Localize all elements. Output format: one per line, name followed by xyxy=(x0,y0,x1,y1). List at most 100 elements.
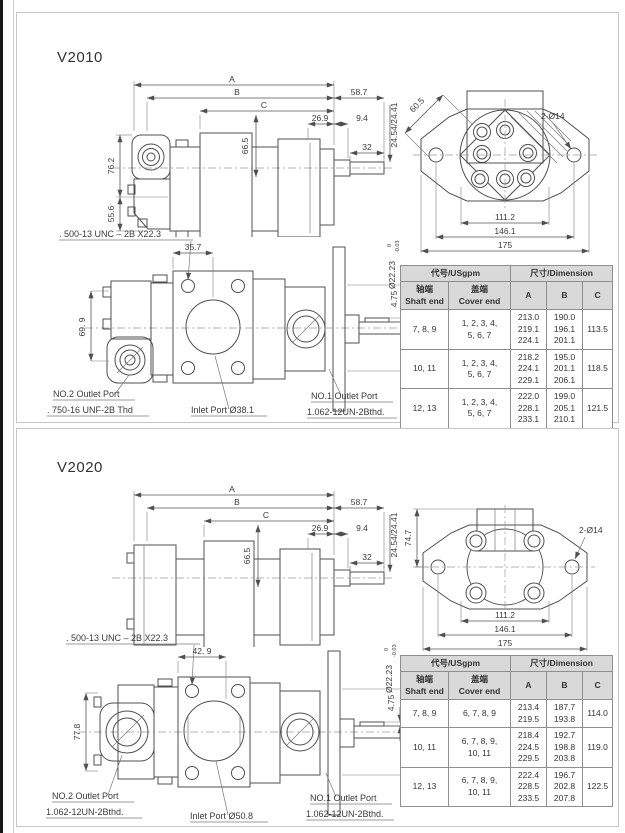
v2010-dimension-table: 代号/USgpm 尺寸/Dimension 轴端 Shaft end 盖端 Co… xyxy=(400,264,614,429)
col-a: A xyxy=(510,281,547,311)
dim-2xd14-label: 2-Ø14 xyxy=(579,525,603,535)
cell-cover: 1, 2, 3, 4, 5, 6, 7 xyxy=(448,388,511,429)
cell-a: 218.2 224.1 229.1 xyxy=(510,348,547,390)
cell-c: 119.0 xyxy=(581,727,614,768)
v2010-port-body xyxy=(85,246,417,412)
dim-shaft-label: 24.54/24.41 xyxy=(389,512,399,557)
thread-callout: . 500-13 UNC – 2B X22.3 xyxy=(59,229,161,239)
dim-74-7-label: 74.7 xyxy=(403,529,413,546)
shaft-tol-hi: 0 xyxy=(387,244,393,247)
model-title-v2010: V2010 xyxy=(57,49,103,66)
v2010-side-body xyxy=(112,132,394,237)
cell-cover: 6, 7, 8, 9, 10, 11 xyxy=(448,727,511,768)
v2010-flange-view-drawing: 60.5 2-Ø14 111.2 146.1 175 xyxy=(404,90,597,254)
dim-2xd14-label: 2-Ø14 xyxy=(541,111,565,121)
dim-66-5-label: 66.5 xyxy=(242,547,252,564)
table-row: 7, 8, 9 6, 7, 8, 9 213.4 219.5 187.7 193… xyxy=(400,699,614,729)
v2020-flange-body xyxy=(415,505,595,615)
dim-9-4-label: 9.4 xyxy=(356,113,368,123)
v2020-port-annotations: . 500-13 UNC – 2B X22.3 42. 9 77.8 4.75 … xyxy=(46,633,424,823)
v2020-side-body xyxy=(112,540,394,647)
v2020-flange-dimensions: 74.7 2-Ø14 111.2 146.1 175 xyxy=(403,508,603,652)
v2010-side-dimensions: A B C 58.7 26.9 9.4 32 24.54/24.41 66.5 xyxy=(106,74,399,232)
dim-a-label: A xyxy=(229,74,235,84)
dim-shaft-label: 24.54/24.41 xyxy=(389,102,399,147)
no1-port-label: NO.1 Outlet Port xyxy=(311,391,378,401)
dim-58-7-label: 58.7 xyxy=(351,87,368,97)
inlet-port-label: Inlet Port Ø50.8 xyxy=(190,811,253,821)
dim-69-9-label: 69. 9 xyxy=(77,317,87,336)
cell-a: 222.0 228.1 233.1 xyxy=(510,388,547,429)
col-shaft-end: 轴端 Shaft end xyxy=(400,281,449,311)
dim-c-label: C xyxy=(263,510,269,520)
table-row: 10, 11 6, 7, 8, 9, 10, 11 218.4 224.5 22… xyxy=(400,727,614,768)
col-a: A xyxy=(510,671,547,701)
thread-callout: . 500-13 UNC – 2B X22.3 xyxy=(66,633,168,643)
dim-111-2-label: 111.2 xyxy=(495,212,515,222)
cell-shaft: 10, 11 xyxy=(400,348,449,390)
model-title-v2020: V2020 xyxy=(57,459,103,476)
cell-c: 113.5 xyxy=(581,309,614,350)
section-v2020: V2020 A B C 58 xyxy=(16,428,619,827)
v2020-dimension-table: 代号/USgpm 尺寸/Dimension 轴端 Shaft end 盖端 Co… xyxy=(400,654,614,808)
dim-35-7-label: 35.7 xyxy=(185,242,202,252)
cell-shaft: 12, 13 xyxy=(400,766,449,808)
dim-c-label: C xyxy=(261,100,267,110)
col-c: C xyxy=(581,281,614,311)
no1-port-thread: 1.062-12UN-2Bthd. xyxy=(307,407,385,417)
dim-32-label: 32 xyxy=(362,142,372,152)
section-v2010: V2010 A B C xyxy=(16,12,619,429)
cell-cover: 6, 7, 8, 9, 10, 11 xyxy=(448,766,511,808)
shaft-tol-hi: 0 xyxy=(384,648,390,651)
table-row: 12, 13 6, 7, 8, 9, 10, 11 222.4 228.5 23… xyxy=(400,766,614,808)
dim-175-label: 175 xyxy=(498,240,512,250)
shaft-tol-lo: -0.03 xyxy=(392,644,398,657)
cell-b: 187.7 193.8 xyxy=(546,699,583,729)
v2020-port-body xyxy=(78,650,414,816)
dim-a-label: A xyxy=(229,484,235,494)
dim-146-1-label: 146.1 xyxy=(494,624,516,634)
v2010-flange-body xyxy=(413,90,597,211)
dim-key-label: 4.75 xyxy=(389,290,399,307)
cell-cover: 1, 2, 3, 4, 5, 6, 7 xyxy=(448,348,511,390)
dim-32-label: 32 xyxy=(362,552,372,562)
table-row: 12, 13 1, 2, 3, 4, 5, 6, 7 222.0 228.1 2… xyxy=(400,388,614,429)
cell-a: 213.4 219.5 xyxy=(510,699,547,729)
cell-b: 196.7 202.8 207.8 xyxy=(546,766,583,808)
cell-shaft: 7, 8, 9 xyxy=(400,309,449,350)
col-b: B xyxy=(546,281,583,311)
v2010-port-annotations: . 500-13 UNC – 2B X22.3 35.7 69. 9 4.75 … xyxy=(47,229,427,419)
table-row: 10, 11 1, 2, 3, 4, 5, 6, 7 218.2 224.1 2… xyxy=(400,348,614,390)
v2020-port-view-drawing: . 500-13 UNC – 2B X22.3 42. 9 77.8 4.75 … xyxy=(46,633,424,823)
dim-58-7-label: 58.7 xyxy=(351,497,368,507)
dim-66-5-label: 66.5 xyxy=(240,137,250,154)
dim-26-9-label: 26.9 xyxy=(312,113,329,123)
cell-a: 213.0 219.1 224.1 xyxy=(510,309,547,350)
v2010-port-view-drawing: . 500-13 UNC – 2B X22.3 35.7 69. 9 4.75 … xyxy=(47,229,427,419)
cell-a: 218.4 224.5 229.5 xyxy=(510,727,547,768)
table-header-code: 代号/USgpm xyxy=(400,654,511,673)
v2010-side-view-drawing: A B C 58.7 26.9 9.4 32 24.54/24.41 66.5 xyxy=(106,74,399,237)
col-c: C xyxy=(581,671,614,701)
cell-b: 199.0 205.1 210.1 xyxy=(546,388,583,429)
no2-port-thread: 1.062-12UN-2Bthd. xyxy=(46,807,124,817)
dim-26-9-label: 26.9 xyxy=(312,523,329,533)
table-header-dimension: 尺寸/Dimension xyxy=(509,264,614,283)
col-shaft-end: 轴端 Shaft end xyxy=(400,671,449,701)
cell-shaft: 10, 11 xyxy=(400,727,449,768)
cell-b: 192.7 198.8 203.8 xyxy=(546,727,583,768)
dim-77-8-label: 77.8 xyxy=(72,723,82,740)
cell-cover: 6, 7, 8, 9 xyxy=(448,699,511,729)
dim-76-2-label: 76.2 xyxy=(106,157,116,174)
dim-111-2-label: 111.2 xyxy=(495,610,515,620)
cell-b: 190.0 196.1 201.1 xyxy=(546,309,583,350)
v2020-flange-view-drawing: 74.7 2-Ø14 111.2 146.1 175 xyxy=(403,505,603,652)
no1-port-thread: 1.062-12UN-2Bthd. xyxy=(306,809,384,819)
dim-shaft-dia-label: Ø22.23 xyxy=(387,261,397,289)
no2-port-label: NO.2 Outlet Port xyxy=(52,791,119,801)
table-header-dimension: 尺寸/Dimension xyxy=(509,654,614,673)
dim-b-label: B xyxy=(234,497,240,507)
dim-shaft-dia-label: Ø22.23 xyxy=(384,665,394,693)
dim-42-9-label: 42. 9 xyxy=(193,646,212,656)
